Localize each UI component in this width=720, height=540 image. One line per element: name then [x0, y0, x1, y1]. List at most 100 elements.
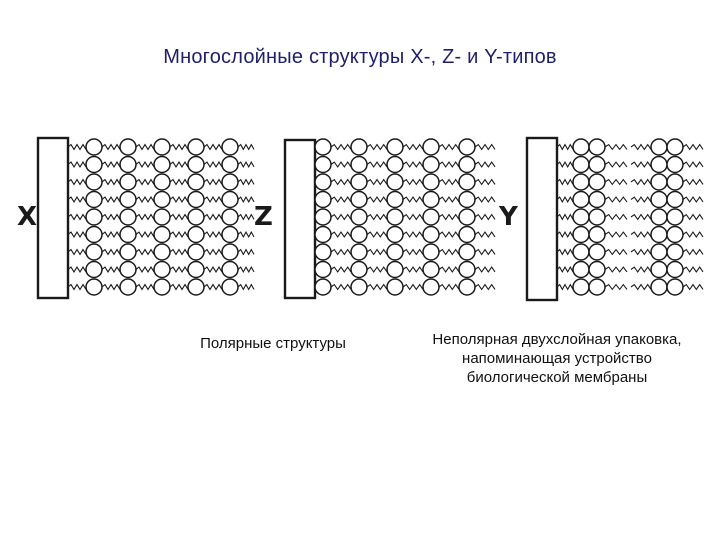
substrate-plate [283, 138, 317, 300]
hydrocarbon-tail [556, 265, 574, 274]
hydrocarbon-tail [237, 230, 255, 239]
polar-head [187, 155, 205, 174]
hydrocarbon-tail [366, 143, 388, 151]
hydrocarbon-tail [556, 195, 574, 204]
hydrocarbon-tail [604, 266, 628, 273]
hydrocarbon-tail [330, 196, 352, 203]
hydrocarbon-tail [474, 143, 496, 151]
polar-head [350, 278, 368, 296]
hydrocarbon-tail [682, 143, 704, 151]
polar-head [572, 278, 590, 296]
hydrocarbon-tail [630, 143, 652, 151]
polar-head [458, 225, 476, 244]
polar-head [85, 190, 103, 209]
hydrocarbon-tail [682, 196, 704, 203]
hydrocarbon-tail [366, 231, 388, 238]
hydrocarbon-tail [203, 283, 223, 291]
polar-head [386, 278, 404, 296]
hydrocarbon-tail [101, 213, 121, 221]
polar-head [221, 173, 239, 191]
polar-head [119, 138, 137, 156]
polar-head [350, 173, 368, 191]
hydrocarbon-tail [330, 248, 352, 256]
hydrocarbon-tail [330, 213, 352, 221]
hydrocarbon-tail [237, 178, 255, 186]
hydrocarbon-tail [474, 283, 496, 291]
hydrocarbon-tail [438, 231, 460, 238]
polar-head [572, 173, 590, 191]
polar-head [458, 260, 476, 279]
polar-head [221, 243, 239, 261]
polar-head [458, 243, 476, 261]
hydrocarbon-tail [474, 231, 496, 238]
polar-head [666, 190, 684, 209]
hydrocarbon-tail [604, 283, 628, 291]
panel-x-type: X [17, 136, 255, 300]
polar-head [314, 225, 332, 244]
hydrocarbon-tail [630, 266, 652, 273]
polar-head [458, 278, 476, 296]
polar-head [221, 190, 239, 209]
polar-head [85, 260, 103, 279]
polar-head [650, 173, 668, 191]
polar-head [350, 225, 368, 244]
hydrocarbon-tail [135, 231, 155, 238]
polar-head [650, 138, 668, 156]
polar-head [350, 155, 368, 174]
polar-head [187, 208, 205, 226]
polar-head [386, 138, 404, 156]
hydrocarbon-tail [330, 161, 352, 168]
polar-head [458, 155, 476, 174]
hydrocarbon-tail [630, 161, 652, 168]
hydrocarbon-tail [366, 213, 388, 221]
polar-head [572, 208, 590, 226]
hydrocarbon-tail [169, 196, 189, 203]
hydrocarbon-tail [101, 196, 121, 203]
polar-head [153, 225, 171, 244]
polar-head [221, 260, 239, 279]
hydrocarbon-tail [630, 248, 652, 256]
polar-head [119, 225, 137, 244]
hydrocarbon-tail [203, 231, 223, 238]
hydrocarbon-tail [135, 283, 155, 291]
hydrocarbon-tail [67, 231, 87, 238]
polar-head [572, 190, 590, 209]
hydrocarbon-tail [330, 231, 352, 238]
polar-head [422, 225, 440, 244]
hydrocarbon-tail [438, 196, 460, 203]
hydrocarbon-tail [169, 248, 189, 256]
hydrocarbon-tail [402, 248, 424, 256]
polar-head [350, 190, 368, 209]
polar-head [153, 260, 171, 279]
hydrocarbon-tail [682, 283, 704, 291]
hydrocarbon-tail [630, 196, 652, 203]
hydrocarbon-tail [366, 283, 388, 291]
hydrocarbon-tail [556, 178, 574, 186]
polar-head [572, 225, 590, 244]
polar-head [666, 260, 684, 279]
panel-letter-y: Y [498, 202, 519, 232]
polar-head [119, 243, 137, 261]
hydrocarbon-tail [604, 143, 628, 151]
polar-head [85, 173, 103, 191]
polar-head [119, 155, 137, 174]
hydrocarbon-tail [203, 161, 223, 168]
polar-head [666, 225, 684, 244]
hydrocarbon-tail [682, 161, 704, 168]
hydrocarbon-tail [203, 196, 223, 203]
polar-head [422, 278, 440, 296]
hydrocarbon-tail [169, 143, 189, 151]
polar-head [588, 190, 606, 209]
polar-head [588, 260, 606, 279]
polar-head [350, 208, 368, 226]
polar-head [386, 260, 404, 279]
polar-head [314, 243, 332, 261]
polar-head [650, 225, 668, 244]
polar-head [572, 138, 590, 156]
hydrocarbon-tail [67, 196, 87, 203]
hydrocarbon-tail [101, 161, 121, 168]
hydrocarbon-tail [67, 213, 87, 221]
polar-head [153, 190, 171, 209]
polar-head [350, 138, 368, 156]
hydrocarbon-tail [556, 230, 574, 239]
